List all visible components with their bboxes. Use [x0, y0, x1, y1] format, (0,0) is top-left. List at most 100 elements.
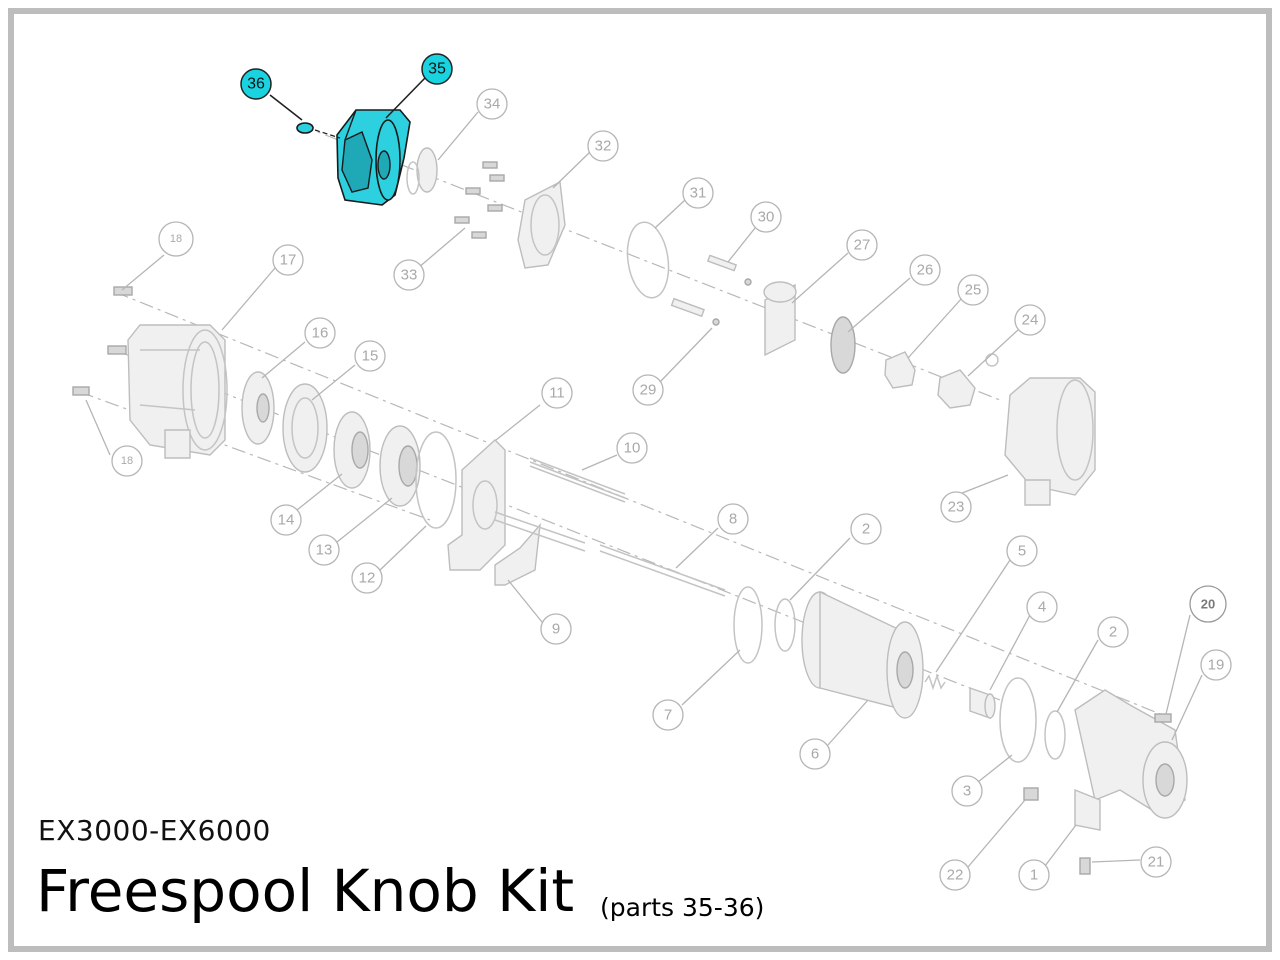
svg-text:24: 24	[1022, 312, 1039, 329]
part-18-bolts	[72, 286, 133, 396]
svg-text:30: 30	[758, 209, 775, 226]
part-6-drum	[801, 590, 924, 719]
svg-text:3: 3	[963, 783, 971, 800]
callout-10: 10	[616, 432, 648, 464]
callout-8: 8	[717, 503, 749, 535]
part-4-bushing	[969, 687, 996, 719]
svg-text:15: 15	[362, 348, 379, 365]
part-21-screw	[1079, 857, 1091, 875]
svg-text:8: 8	[729, 511, 737, 528]
svg-text:21: 21	[1148, 854, 1165, 871]
svg-text:27: 27	[854, 237, 871, 254]
svg-text:18: 18	[170, 233, 182, 245]
part-8-drive-shaft	[599, 544, 726, 597]
callout-32: 32	[587, 130, 619, 162]
callout-15: 15	[354, 340, 386, 372]
part-14-planet-set	[333, 411, 371, 489]
svg-text:20: 20	[1201, 597, 1215, 612]
kit-title: Freespool Knob Kit	[36, 857, 575, 925]
svg-text:16: 16	[312, 325, 329, 342]
svg-text:32: 32	[595, 138, 612, 155]
callout-9: 9	[540, 613, 572, 645]
part-20-bolt	[1154, 713, 1172, 723]
callout-2-bottom: 2	[1097, 616, 1129, 648]
clip-axis	[314, 129, 341, 139]
part-3-ring	[999, 677, 1037, 763]
part-25-cam	[884, 351, 916, 389]
svg-text:11: 11	[549, 385, 565, 402]
part-19-motor	[1074, 689, 1188, 831]
part-17-end-housing	[127, 324, 228, 459]
svg-text:6: 6	[811, 746, 819, 763]
callout-24: 24	[1014, 304, 1046, 336]
svg-text:33: 33	[401, 267, 418, 284]
kit-subtitle: (parts 35-36)	[600, 893, 765, 922]
callout-13: 13	[308, 534, 340, 566]
callout-19: 19	[1200, 649, 1232, 681]
callout-34: 34	[476, 88, 508, 120]
part-22-nut	[1023, 787, 1039, 801]
svg-text:23: 23	[948, 499, 965, 516]
part-31-o-ring	[626, 221, 670, 299]
callout-16: 16	[304, 317, 336, 349]
callout-35: 35	[421, 53, 453, 85]
part-24-coupler	[937, 353, 999, 409]
callout-14: 14	[270, 504, 302, 536]
part-27-brake-drum	[763, 281, 797, 357]
part-12-o-ring	[415, 431, 457, 529]
callout-6: 6	[799, 738, 831, 770]
callout-1: 1	[1018, 859, 1050, 891]
callout-33: 33	[393, 259, 425, 291]
callout-30: 30	[750, 201, 782, 233]
part-2-ring-b	[1044, 710, 1066, 760]
callout-25: 25	[957, 274, 989, 306]
callout-17: 17	[272, 244, 304, 276]
part-7-bushing	[733, 586, 763, 664]
svg-text:10: 10	[624, 440, 641, 457]
part-34-washer	[406, 147, 438, 195]
callout-2-top: 2	[850, 513, 882, 545]
svg-text:13: 13	[316, 542, 333, 559]
svg-text:14: 14	[278, 512, 295, 529]
part-2-ring	[774, 598, 796, 652]
svg-text:12: 12	[359, 570, 376, 587]
svg-text:2: 2	[1109, 624, 1117, 641]
model-code-label: EX3000-EX6000	[38, 814, 271, 847]
part-13-planet-set	[379, 425, 421, 507]
callout-31: 31	[682, 177, 714, 209]
callout-18-bottom: 18	[111, 445, 143, 477]
callout-27: 27	[846, 229, 878, 261]
svg-text:17: 17	[280, 252, 297, 269]
svg-text:18: 18	[121, 455, 133, 467]
part-5-spring	[924, 673, 946, 691]
svg-text:4: 4	[1038, 599, 1046, 616]
svg-text:1: 1	[1030, 867, 1038, 884]
svg-text:26: 26	[917, 262, 934, 279]
callout-3: 3	[951, 775, 983, 807]
part-9-bracket	[494, 522, 541, 586]
callout-22: 22	[939, 859, 971, 891]
callout-36: 36	[240, 68, 272, 100]
callout-5: 5	[1006, 535, 1038, 567]
leader-lines	[85, 77, 1203, 868]
callout-18-top: 18	[158, 221, 194, 257]
callout-11: 11	[541, 377, 573, 409]
part-26-gear	[830, 316, 856, 374]
callout-29: 29	[632, 374, 664, 406]
part-11-end-plate	[447, 439, 506, 571]
part-30-pin	[706, 254, 752, 286]
callout-7: 7	[652, 699, 684, 731]
svg-text:9: 9	[552, 621, 560, 638]
svg-text:7: 7	[664, 707, 672, 724]
svg-text:19: 19	[1208, 657, 1225, 674]
svg-text:31: 31	[690, 185, 707, 202]
svg-text:22: 22	[947, 867, 964, 884]
callout-23: 23	[940, 491, 972, 523]
svg-text:5: 5	[1018, 543, 1026, 560]
svg-text:34: 34	[484, 96, 501, 113]
svg-text:2: 2	[862, 521, 870, 538]
part-32-cover	[517, 180, 566, 269]
lower-tie-rod	[494, 511, 586, 552]
